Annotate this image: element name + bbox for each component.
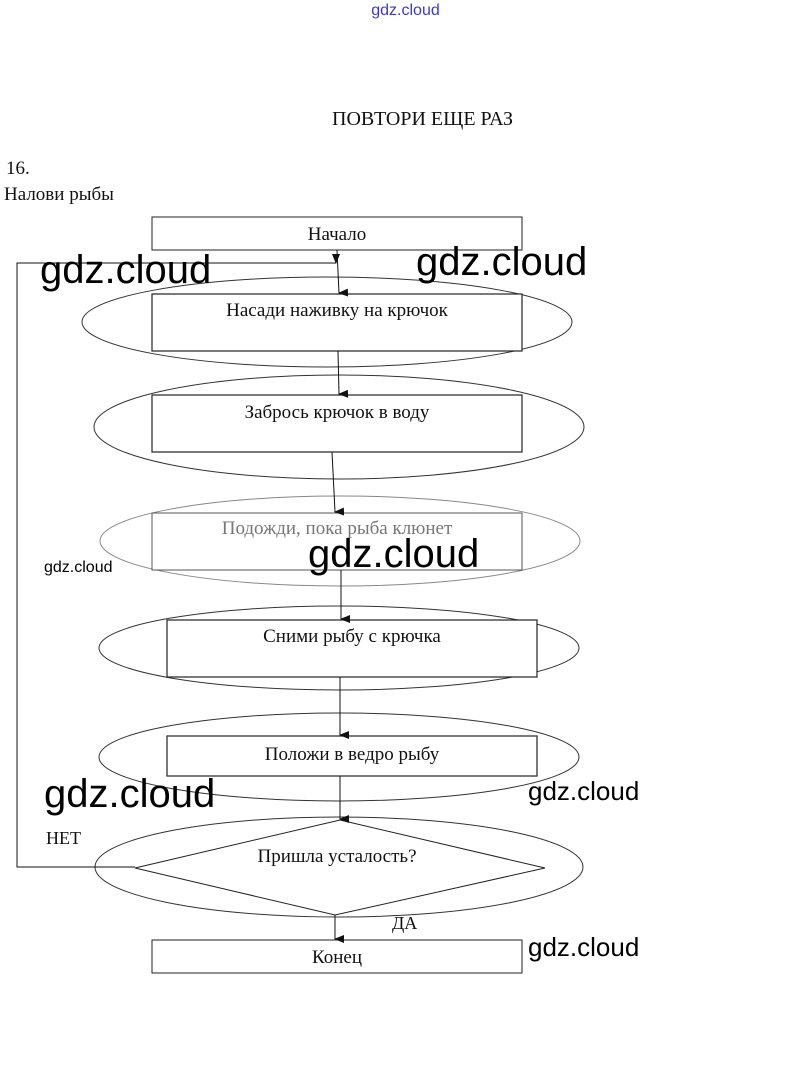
loop-ellipse-4 bbox=[98, 605, 580, 691]
step-label-2: Забрось крючок в воду bbox=[244, 402, 430, 423]
loop-ellipse-1 bbox=[81, 276, 573, 368]
task-name: Налови рыбы bbox=[4, 184, 114, 205]
loop-ellipse-3 bbox=[99, 495, 581, 587]
watermark: gdz.cloud bbox=[308, 532, 480, 576]
watermark: gdz.cloud bbox=[44, 772, 216, 816]
arrow-1-to-2 bbox=[337, 350, 349, 398]
step-box-4 bbox=[166, 619, 538, 678]
no-label: НЕТ bbox=[46, 828, 81, 848]
arrow-start-to-1 bbox=[336, 249, 349, 297]
watermark: gdz.cloud bbox=[44, 559, 113, 576]
task-number: 16. bbox=[6, 158, 30, 179]
loop-ellipse-5 bbox=[98, 712, 580, 802]
end-label: Конец bbox=[312, 947, 362, 968]
watermark: gdz.cloud bbox=[416, 240, 588, 284]
site-watermark-link[interactable]: gdz.cloud bbox=[371, 2, 440, 19]
decision-label: Пришла усталость? bbox=[257, 846, 417, 867]
step-box-5 bbox=[166, 735, 538, 777]
step-box-1 bbox=[151, 293, 523, 352]
watermark: gdz.cloud bbox=[528, 776, 640, 806]
step-box-2 bbox=[151, 394, 523, 453]
loop-back-line bbox=[16, 254, 340, 868]
yes-label: ДА bbox=[392, 913, 418, 933]
watermark: gdz.cloud bbox=[528, 932, 640, 962]
step-label-3: Подожди, пока рыба клюнет bbox=[221, 518, 453, 539]
step-box-3 bbox=[151, 512, 523, 571]
step-label-1: Насади наживку на крючок bbox=[226, 300, 448, 321]
start-label: Начало bbox=[307, 224, 367, 245]
arrow-2-to-3 bbox=[331, 451, 345, 516]
watermark: gdz.cloud bbox=[40, 248, 212, 292]
step-label-5: Положи в ведро рыбу bbox=[264, 744, 440, 765]
step-label-4: Сними рыбу с крючка bbox=[263, 626, 441, 647]
loop-title: ПОВТОРИ ЕЩЕ РАЗ bbox=[332, 108, 514, 130]
